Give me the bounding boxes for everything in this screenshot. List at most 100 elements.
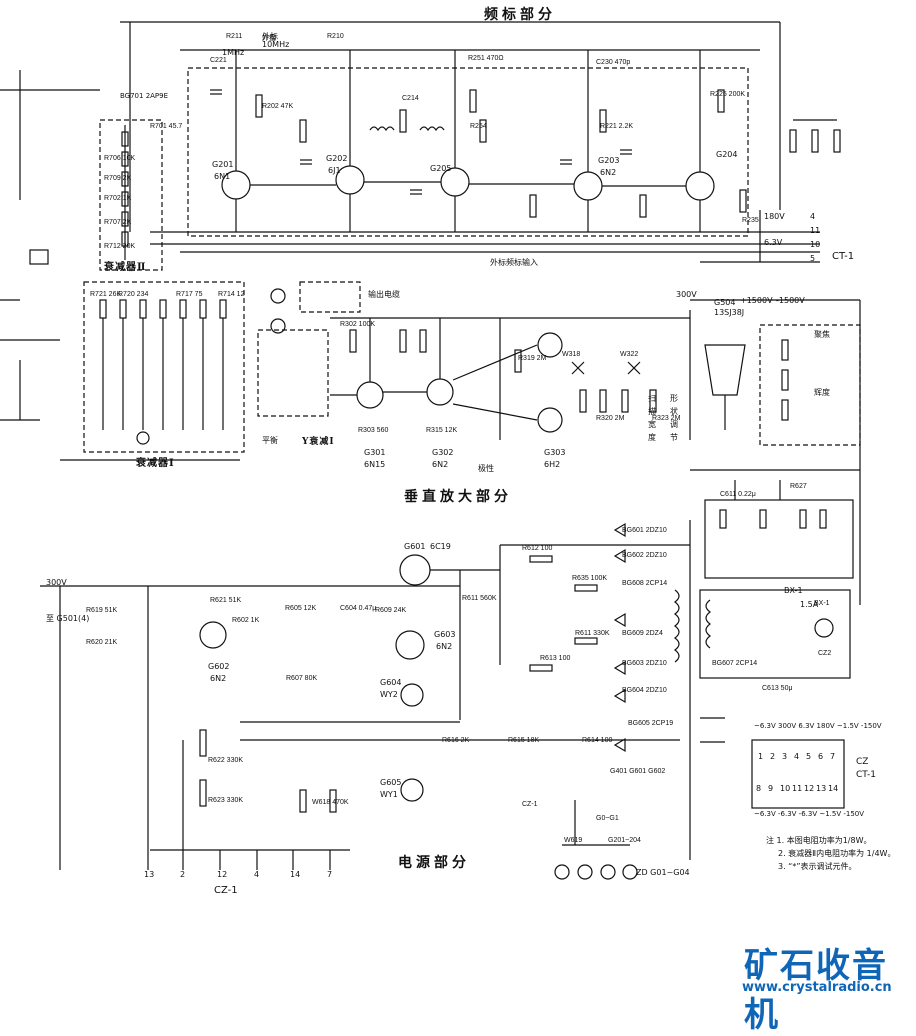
connector-pin: 5: [806, 752, 812, 761]
svg-text:R303 560: R303 560: [358, 427, 388, 434]
connector-pin: 1: [758, 752, 764, 761]
connector-pin: 4: [794, 752, 800, 761]
svg-text:R714 12: R714 12: [218, 291, 245, 298]
svg-text:R707 2K: R707 2K: [104, 219, 132, 226]
connector-pin: 7: [830, 752, 836, 761]
connector-top-voltages: ~6.3V 300V 6.3V 180V ~1.5V -150V: [754, 722, 882, 730]
tube-g603: G603: [434, 630, 456, 639]
connector-pin: 9: [768, 784, 774, 793]
svg-text:R607 80K: R607 80K: [286, 675, 317, 682]
connector-top-pins: 1 2 3 4 5 6 7: [758, 750, 842, 764]
svg-text:R202 47K: R202 47K: [262, 103, 293, 110]
balance-label: 平衡: [262, 436, 278, 445]
svg-text:R612 100: R612 100: [522, 545, 552, 552]
svg-text:R706 10K: R706 10K: [104, 155, 135, 162]
svg-text:R225 200K: R225 200K: [710, 91, 745, 98]
power-section-title: 电源部分: [398, 855, 470, 871]
tube-g302: G302: [432, 448, 454, 457]
connector-bottom-pins: 8 9 10 11 12 13 14: [756, 782, 842, 796]
tube-g605-type: WY1: [380, 790, 398, 799]
tube-g203: G203: [598, 156, 620, 165]
svg-text:R605 12K: R605 12K: [285, 605, 316, 612]
tube-g203-type: 6N2: [600, 168, 617, 177]
tube-g202-type: 6J1: [328, 166, 341, 175]
vertical-amp-section-title: 垂直放大部分: [404, 489, 512, 505]
tube-g602: G602: [208, 662, 230, 671]
svg-text:R611 560K: R611 560K: [462, 595, 497, 602]
tube-g605: G605: [380, 778, 402, 787]
svg-text:R613 100: R613 100: [540, 655, 570, 662]
svg-text:R319 2M: R319 2M: [518, 355, 547, 362]
svg-text:C230 470p: C230 470p: [596, 59, 630, 66]
freq-1mhz-label: 1MHz: [222, 48, 245, 57]
svg-text:R320 2M: R320 2M: [596, 415, 625, 422]
svg-text:R709 2K: R709 2K: [104, 175, 132, 182]
shape-adjust-label: 形状调节: [670, 394, 678, 442]
ct1-pin: 4: [810, 212, 816, 221]
tube-g201: G201: [212, 160, 234, 169]
tube-g202: G202: [326, 154, 348, 163]
svg-text:R621 51K: R621 51K: [210, 597, 241, 604]
svg-text:G201~204: G201~204: [608, 837, 641, 844]
svg-text:C611 0.22μ: C611 0.22μ: [720, 491, 756, 498]
svg-text:C214: C214: [402, 95, 419, 102]
svg-text:R620 21K: R620 21K: [86, 639, 117, 646]
svg-text:BG601 2DZ10: BG601 2DZ10: [622, 527, 667, 534]
brightness-label: 辉度: [814, 388, 830, 397]
svg-text:G401 G601 G602: G401 G601 G602: [610, 768, 665, 775]
focus-label: 聚焦: [814, 330, 830, 339]
tube-g602-type: 6N2: [210, 674, 227, 683]
polarity-label: 极性: [478, 464, 494, 473]
tube-g204: G204: [716, 150, 738, 159]
connector-pin: 12: [804, 784, 815, 793]
cz1-pin: 14: [290, 870, 301, 879]
tube-g303-type: 6H2: [544, 460, 561, 469]
svg-text:W618 470K: W618 470K: [312, 799, 349, 806]
svg-text:R616 2K: R616 2K: [442, 737, 470, 744]
svg-text:R211: R211: [226, 33, 242, 40]
scan-width-label: 扫描宽度: [648, 394, 656, 442]
cz1-pin: 12: [217, 870, 228, 879]
tube-g604-type: WY2: [380, 690, 398, 699]
attenuator-2-label: 衰减器Ⅱ: [104, 262, 147, 273]
cz-ct-connector-label: CZ CT-1: [856, 757, 876, 780]
svg-text:R623 330K: R623 330K: [208, 797, 243, 804]
crt-label: G504: [714, 298, 736, 307]
connector-pin: 11: [792, 784, 803, 793]
tube-g603-type: 6N2: [436, 642, 453, 651]
svg-text:R627: R627: [790, 483, 807, 490]
svg-text:BG605 2CP19: BG605 2CP19: [628, 720, 673, 727]
svg-text:R717 75: R717 75: [176, 291, 203, 298]
svg-text:R254: R254: [470, 123, 487, 130]
svg-text:W619: W619: [564, 837, 582, 844]
ext-marker-input-label: 外标频标输入: [490, 258, 538, 267]
svg-text:BG603 2DZ10: BG603 2DZ10: [622, 660, 667, 667]
cz1-pin: 13: [144, 870, 155, 879]
svg-text:R611 330K: R611 330K: [575, 630, 610, 637]
svg-text:R622 330K: R622 330K: [208, 757, 243, 764]
svg-text:R221 2.2K: R221 2.2K: [600, 123, 633, 130]
note-line: 3. “*”表示调试元件。: [778, 862, 857, 871]
tube-g302-type: 6N2: [432, 460, 449, 469]
y-attenuator-label: Y衰减Ⅰ: [302, 437, 335, 447]
fuse-rating: 1.5A: [800, 600, 819, 609]
svg-text:BG604 2DZ10: BG604 2DZ10: [622, 687, 667, 694]
svg-text:R702 1K: R702 1K: [104, 195, 132, 202]
connector-bottom-voltages: ~6.3V -6.3V -6.3V ~1.5V -150V: [754, 810, 865, 818]
tube-g301-type: 6N15: [364, 460, 386, 469]
voltage-300v-top: 300V: [676, 290, 697, 299]
output-cable-label: 输出电缆: [368, 290, 400, 299]
svg-text:R251 470Ω: R251 470Ω: [468, 55, 504, 62]
connector-pin: 3: [782, 752, 788, 761]
ct1-pin: 10: [810, 240, 821, 249]
lamps-label: ZD G01~G04: [636, 868, 690, 877]
voltage-63v: 6.3V: [764, 238, 783, 247]
svg-text:CZ2: CZ2: [818, 650, 831, 657]
connector-pin: 8: [756, 784, 762, 793]
svg-text:CZ-1: CZ-1: [522, 801, 538, 808]
ct1-pin: 5: [810, 254, 816, 263]
ct1-pin: 11: [810, 226, 821, 235]
svg-text:外接: 外接: [262, 33, 276, 42]
